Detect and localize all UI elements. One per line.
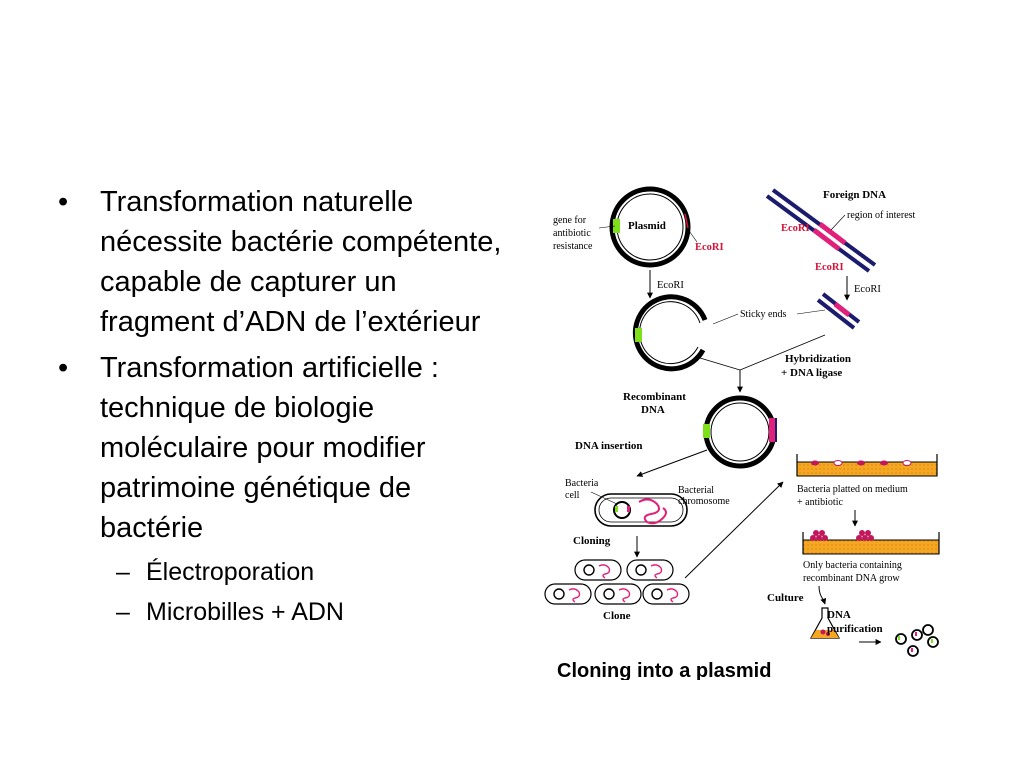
agar-plate-selected — [802, 530, 940, 555]
ecori-label-foreign-1: EcoRI — [781, 223, 810, 234]
dna-purification-label-line1: DNA — [827, 609, 851, 621]
recombinant-plasmid — [703, 395, 777, 469]
gene-label-line2: antibiotic — [553, 228, 591, 239]
purified-plasmids — [895, 624, 939, 657]
sticky-ends-label: Sticky ends — [740, 309, 786, 320]
region-of-interest-label: region of interest — [847, 210, 916, 221]
recombinant-label-line2: DNA — [641, 404, 665, 416]
bacteria-cell — [594, 493, 688, 527]
ecori-cut-label-left: EcoRI — [657, 280, 684, 291]
chromosome-label-line2: chromosome — [678, 496, 730, 507]
bacteria-cell-label-line2: cell — [565, 490, 580, 501]
culture-flask-icon — [809, 607, 841, 639]
bullet-dot: • — [58, 186, 69, 218]
foreign-dna-strands — [765, 188, 877, 273]
bacteria-cell-label-line1: Bacteria — [565, 478, 599, 489]
only-recombinant-label-line1: Only bacteria containing — [803, 560, 902, 571]
cut-foreign-fragment — [816, 292, 861, 330]
plasmid-circle — [609, 186, 691, 268]
gene-label-line3: resistance — [553, 241, 593, 252]
gene-label-line1: gene for — [553, 215, 587, 226]
bullet-dot: • — [58, 352, 69, 384]
dna-insertion-label: DNA insertion — [575, 440, 643, 452]
clone-label: Clone — [603, 610, 631, 622]
bullet-natural-transformation: • Transformation naturelle nécessite bac… — [58, 182, 508, 342]
subbullet-text: Microbilles + ADN — [146, 598, 344, 626]
cloning-diagram: Plasmid gene for antibiotic resistance E… — [544, 186, 940, 680]
foreign-dna-label: Foreign DNA — [823, 189, 886, 201]
ecori-cut-label-right: EcoRI — [854, 284, 881, 295]
plated-label-line1: Bacteria platted on medium — [797, 484, 908, 495]
bullet-artificial-transformation: • Transformation artificielle : techniqu… — [58, 348, 508, 548]
plasmid-label: Plasmid — [628, 220, 666, 232]
ecori-label-foreign-2: EcoRI — [815, 262, 844, 273]
subbullet-microbeads: – Microbilles + ADN — [58, 594, 508, 630]
resistance-gene-marker — [613, 219, 620, 233]
only-recombinant-label-line2: recombinant DNA grow — [803, 573, 900, 584]
dna-purification-label-line2: purification — [827, 623, 883, 635]
plated-label-line2: + antibiotic — [797, 497, 843, 508]
diagram-caption: Cloning into a plasmid — [557, 660, 771, 680]
cloning-label: Cloning — [573, 535, 611, 547]
bullet-text: Transformation naturelle nécessite bacté… — [100, 186, 502, 338]
bullet-dash: – — [116, 558, 130, 586]
bullet-list: • Transformation naturelle nécessite bac… — [58, 182, 508, 630]
subbullet-text: Électroporation — [146, 558, 315, 586]
ecori-label-plasmid: EcoRI — [695, 242, 724, 253]
recombinant-label-line1: Recombinant — [623, 391, 686, 403]
bullet-text: Transformation artificielle : technique … — [100, 352, 439, 544]
subbullet-electroporation: – Électroporation — [58, 554, 508, 590]
bullet-dash: – — [116, 598, 130, 626]
agar-plate-medium — [796, 454, 938, 477]
cut-plasmid — [632, 294, 708, 372]
hybridization-label-line2: + DNA ligase — [781, 367, 842, 379]
purified-plasmid-markers — [898, 632, 933, 652]
chromosome-label-line1: Bacterial — [678, 485, 714, 496]
clone-cells — [544, 559, 690, 605]
hybridization-label-line1: Hybridization — [785, 353, 851, 365]
culture-label: Culture — [767, 592, 804, 604]
